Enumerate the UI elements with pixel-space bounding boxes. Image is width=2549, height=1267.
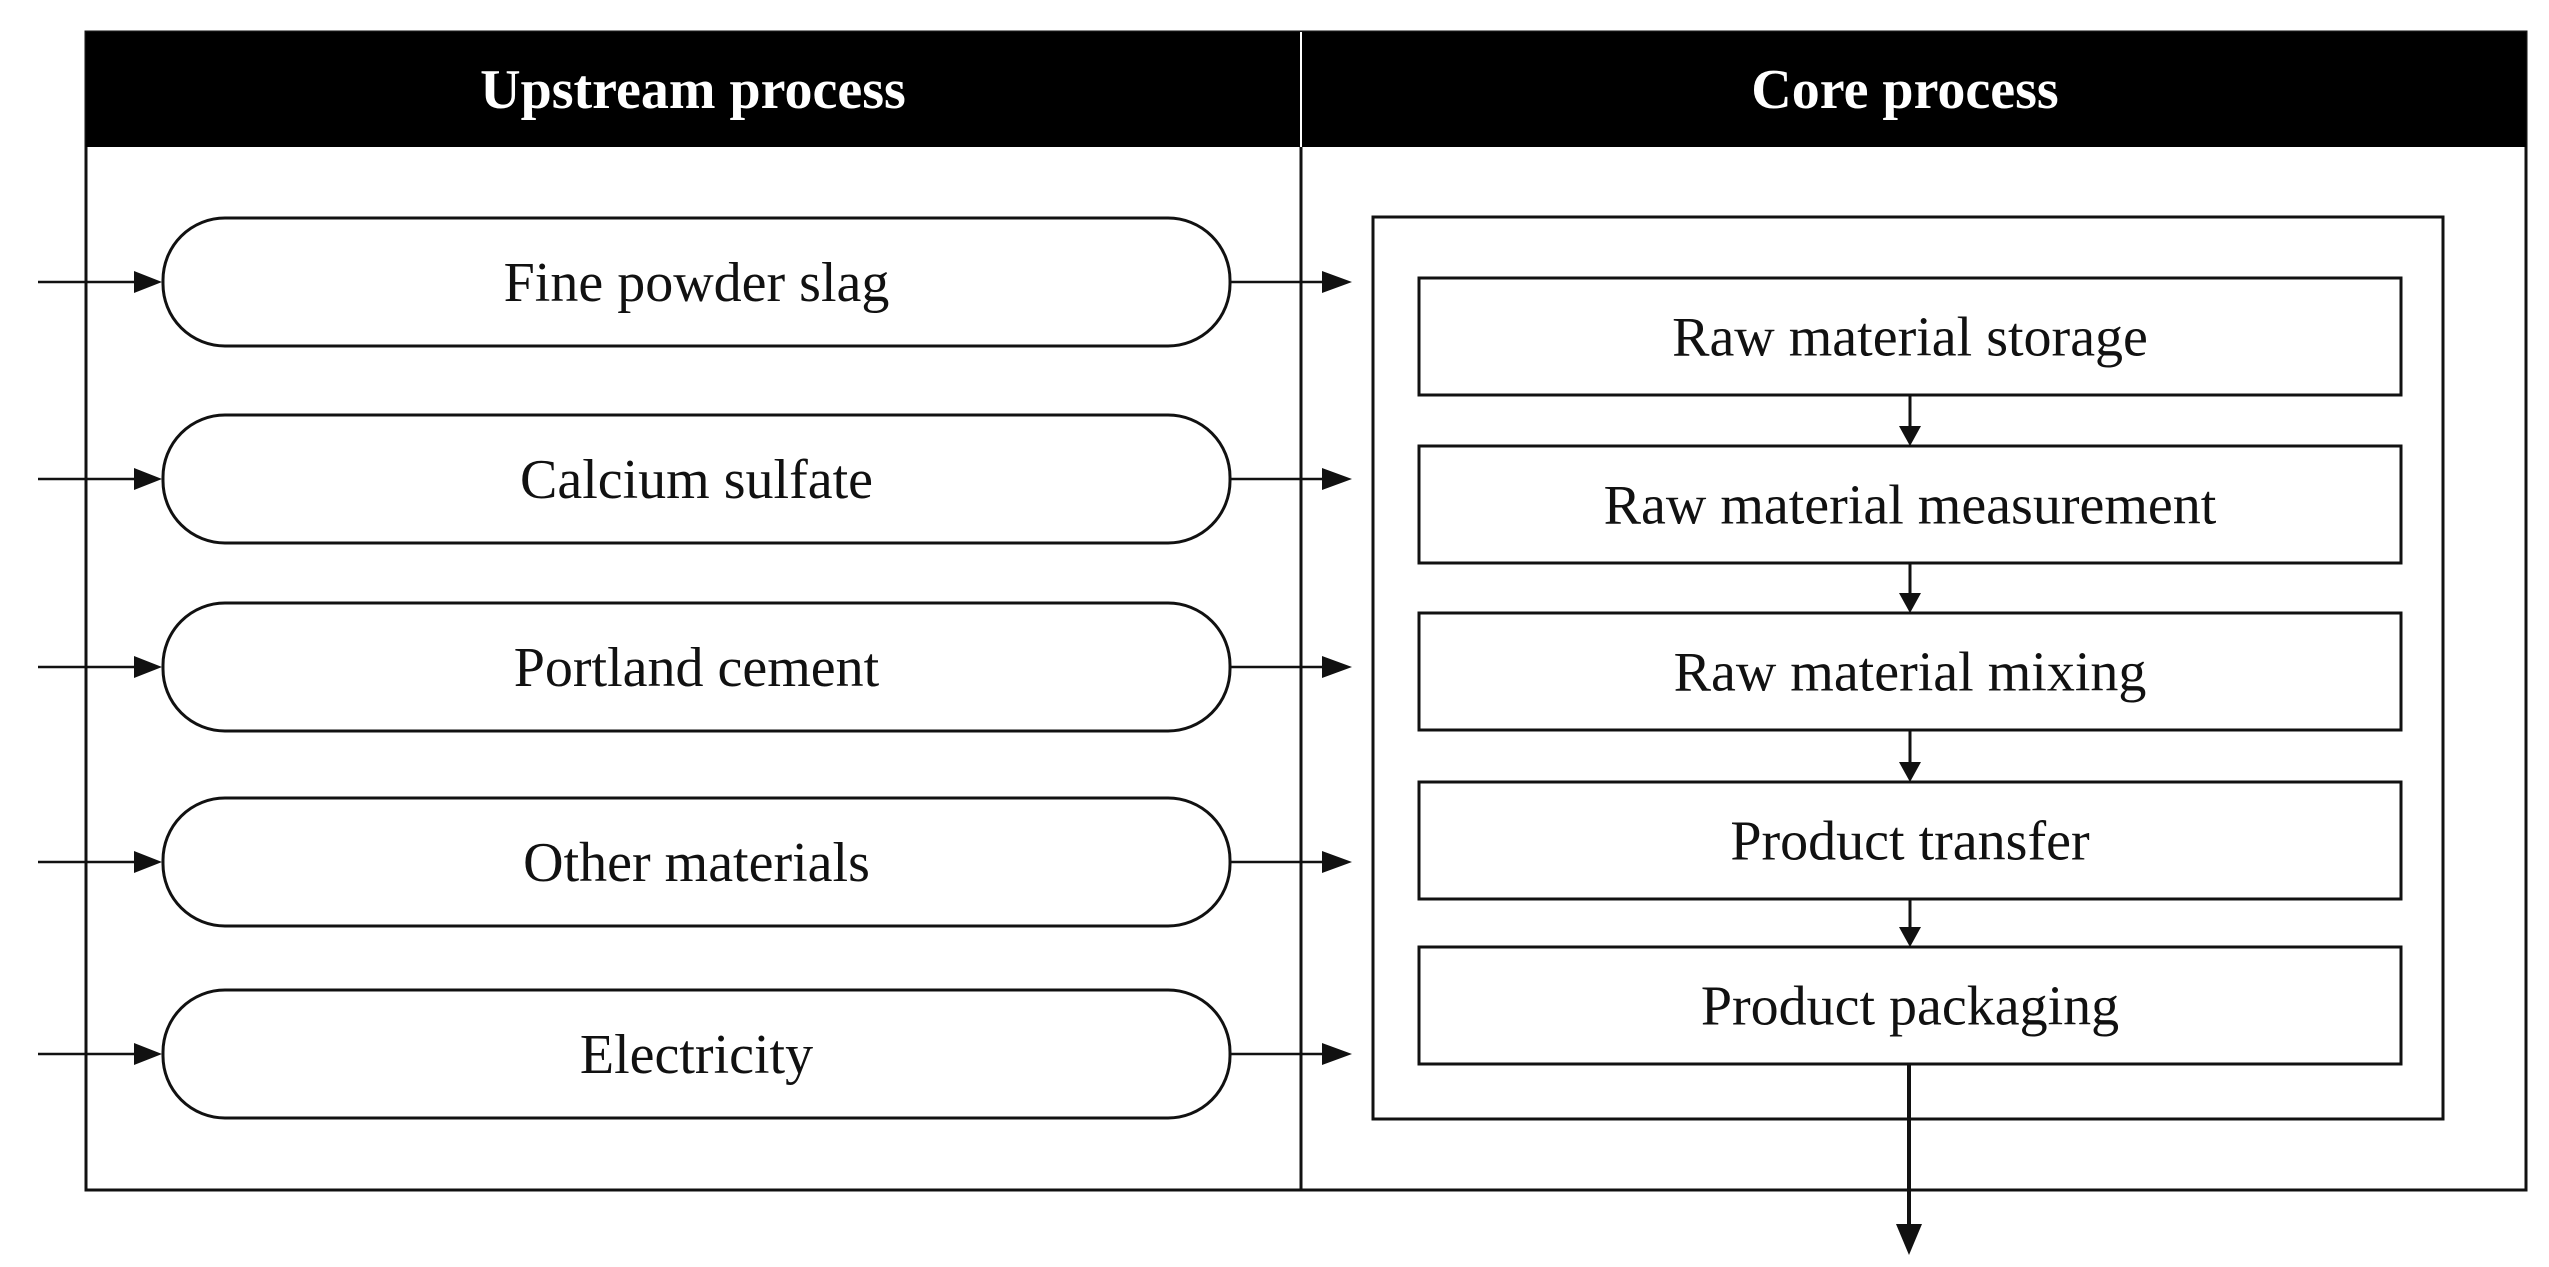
upstream-item: Fine powder slag: [38, 216, 1352, 348]
output-arrowhead: [1322, 656, 1352, 678]
upstream-label: Calcium sulfate: [520, 449, 873, 511]
input-arrowhead: [134, 271, 162, 293]
upstream-item: Portland cement: [38, 601, 1352, 733]
step-connector-arrow: [1899, 730, 1921, 782]
core-step-label: Product transfer: [1730, 811, 2090, 873]
upstream-label: Other materials: [523, 832, 870, 894]
output-arrow: [1896, 1064, 1922, 1255]
input-arrowhead: [134, 1043, 162, 1065]
core-step-label: Raw material measurement: [1604, 475, 2217, 537]
core-step-label: Raw material mixing: [1674, 642, 2147, 704]
output-arrowhead: [1322, 851, 1352, 873]
core-step: Raw material measurement: [1417, 444, 2403, 565]
upstream-label: Electricity: [580, 1024, 813, 1086]
step-connector-arrow: [1899, 899, 1921, 947]
output-arrowhead: [1322, 271, 1352, 293]
core-step: Raw material storage: [1417, 276, 2403, 397]
input-arrowhead: [134, 656, 162, 678]
core-step-label: Raw material storage: [1672, 307, 2148, 369]
step-connector-arrow: [1899, 395, 1921, 446]
outer-frame: [84, 30, 2528, 1192]
header-bar: [86, 32, 2526, 147]
core-header: Core process: [1751, 59, 2058, 121]
upstream-label: Portland cement: [514, 637, 880, 699]
core-step: Product packaging: [1417, 945, 2403, 1066]
step-connector-arrow: [1899, 563, 1921, 613]
core-step: Product transfer: [1417, 780, 2403, 901]
upstream-item: Other materials: [38, 796, 1352, 928]
upstream-item: Calcium sulfate: [38, 413, 1352, 545]
input-arrowhead: [134, 851, 162, 873]
core-step: Raw material mixing: [1417, 611, 2403, 732]
upstream-label: Fine powder slag: [504, 252, 890, 314]
upstream-item: Electricity: [38, 988, 1352, 1120]
output-arrowhead: [1322, 468, 1352, 490]
core-step-label: Product packaging: [1701, 976, 2119, 1038]
upstream-header: Upstream process: [480, 59, 906, 121]
input-arrowhead: [134, 468, 162, 490]
output-arrowhead: [1322, 1043, 1352, 1065]
